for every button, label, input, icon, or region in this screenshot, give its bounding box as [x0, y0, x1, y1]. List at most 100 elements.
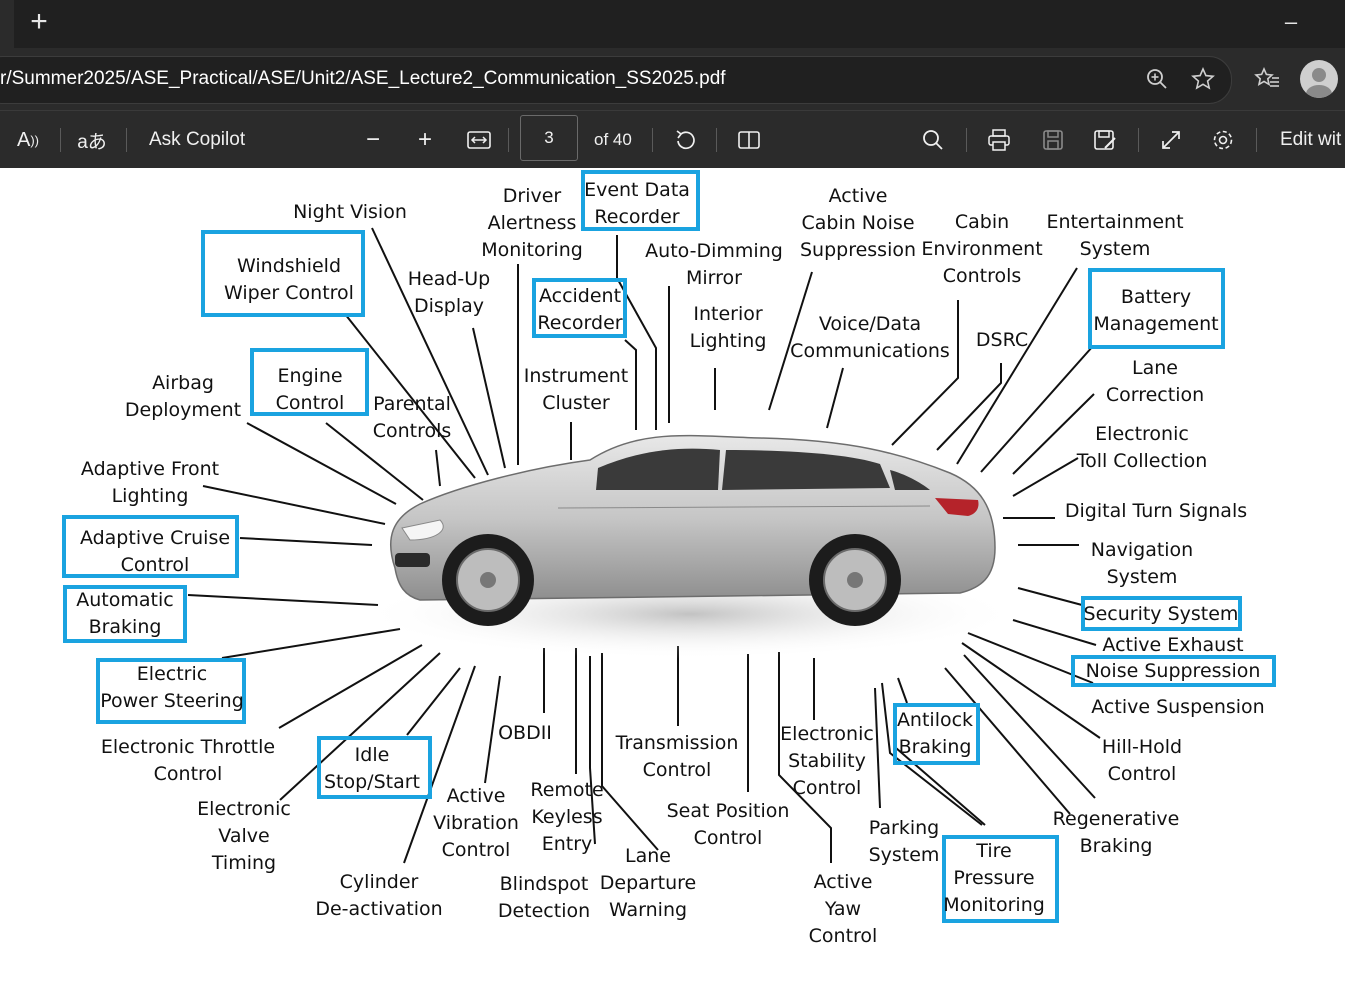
zoom-out-icon[interactable]: − — [365, 126, 380, 153]
profile-avatar-icon[interactable] — [1300, 60, 1338, 98]
edit-with-button[interactable]: Edit wit — [1280, 129, 1342, 150]
label-parental: Controls — [373, 420, 452, 442]
label-active-vib: Active — [447, 785, 506, 807]
label-throttle: Electronic Throttle — [101, 736, 275, 758]
label-event-data: Recorder — [594, 206, 679, 228]
label-engine: Control — [276, 392, 345, 414]
label-navigation: Navigation — [1091, 539, 1193, 561]
label-auto-dimming: Auto-Dimming — [645, 240, 783, 262]
label-blindspot: Detection — [498, 900, 590, 922]
toolbar-separator — [966, 128, 967, 152]
address-bar-url[interactable]: r/Summer2025/ASE_Practical/ASE/Unit2/ASE… — [0, 68, 726, 89]
pdf-toolbar: A)) aあ Ask Copilot − + 3 of 40 Edit wit — [0, 110, 1345, 169]
label-windshield: Wiper Control — [224, 282, 354, 304]
minimize-icon[interactable]: – — [1284, 9, 1298, 34]
label-seat: Seat Position — [667, 800, 790, 822]
browser-titlebar: + – — [0, 0, 1345, 48]
label-blindspot: Blindspot — [500, 873, 589, 895]
label-lane-correction: Correction — [1106, 384, 1204, 406]
tab-strip — [0, 0, 14, 48]
label-battery: Management — [1093, 313, 1218, 335]
label-valve: Electronic — [197, 798, 291, 820]
label-interior-light: Interior — [693, 303, 762, 325]
label-seat: Control — [694, 827, 763, 849]
label-driver-alert: Driver — [503, 185, 562, 207]
label-eps: Power Steering — [100, 690, 244, 712]
label-security: Security System — [1084, 603, 1239, 625]
label-head-up: Head-Up — [408, 268, 491, 290]
label-idle: Stop/Start — [324, 771, 420, 793]
label-interior-light: Lighting — [690, 330, 767, 352]
new-tab-icon[interactable]: + — [30, 5, 48, 38]
zoom-icon[interactable] — [1142, 56, 1172, 102]
label-valve: Timing — [211, 852, 276, 874]
fit-width-icon[interactable] — [464, 111, 494, 169]
save-icon[interactable] — [1038, 111, 1068, 169]
label-auto-brake: Automatic — [76, 589, 173, 611]
toolbar-separator — [60, 128, 61, 152]
address-bar-row — [0, 48, 1345, 110]
label-active-cabin: Cabin Noise — [801, 212, 914, 234]
label-tire: Pressure — [953, 867, 1034, 889]
label-remote: Keyless — [531, 806, 602, 828]
label-cabin-env: Cabin — [955, 211, 1009, 233]
settings-icon[interactable] — [1208, 111, 1238, 169]
label-regen: Regenerative — [1053, 808, 1180, 830]
label-active-yaw: Active — [814, 871, 873, 893]
label-parking: System — [869, 844, 940, 866]
label-active-yaw: Control — [809, 925, 878, 947]
translate-icon[interactable]: aあ — [77, 131, 107, 153]
page-number-input[interactable]: 3 — [520, 115, 578, 161]
label-parking: Parking — [869, 817, 939, 839]
zoom-in-icon[interactable]: + — [417, 126, 432, 153]
label-throttle: Control — [154, 763, 223, 785]
label-cylinder: De-activation — [315, 898, 442, 920]
label-tire: Tire — [975, 840, 1011, 862]
label-antilock: Antilock — [897, 709, 973, 731]
label-voice-data: Voice/Data — [819, 313, 921, 335]
label-entertainment: System — [1080, 238, 1151, 260]
label-idle: Idle — [355, 744, 390, 766]
address-bar[interactable] — [0, 56, 1232, 104]
connector-lines — [187, 227, 1101, 864]
read-aloud-icon[interactable]: A)) — [16, 128, 39, 151]
label-auto-dimming: Mirror — [686, 267, 742, 289]
label-hill-hold: Hill-Hold — [1102, 736, 1182, 758]
fullscreen-icon[interactable] — [1156, 111, 1186, 169]
label-head-up: Display — [414, 295, 484, 317]
rotate-icon[interactable] — [670, 111, 700, 169]
label-airbag: Deployment — [125, 399, 241, 421]
highlight-boxes — [62, 170, 1276, 923]
toolbar-separator — [1138, 128, 1139, 152]
toolbar-separator — [126, 128, 127, 152]
favorites-list-icon[interactable] — [1250, 56, 1284, 102]
print-icon[interactable] — [984, 111, 1014, 169]
toolbar-separator — [1256, 128, 1257, 152]
ask-copilot-button[interactable]: Ask Copilot — [149, 129, 246, 150]
toolbar-separator — [652, 128, 653, 152]
label-airbag: Airbag — [152, 372, 214, 394]
label-active-vib: Control — [442, 839, 511, 861]
label-transmission: Control — [643, 759, 712, 781]
label-acc: Control — [121, 554, 190, 576]
label-esc: Control — [793, 777, 862, 799]
label-regen: Braking — [1080, 835, 1153, 857]
label-entertainment: Entertainment — [1046, 211, 1183, 233]
label-lane-departure: Lane — [625, 845, 671, 867]
label-windshield: Windshield — [237, 255, 341, 277]
favorite-star-icon[interactable] — [1188, 56, 1218, 102]
label-active-exhaust: Active Exhaust — [1102, 634, 1243, 656]
page-total-label: of 40 — [594, 130, 632, 149]
search-icon[interactable] — [918, 111, 948, 169]
label-engine: Engine — [277, 365, 342, 387]
label-active-yaw: Yaw — [824, 898, 861, 920]
label-active-vib: Vibration — [433, 812, 519, 834]
label-instrument: Cluster — [542, 392, 610, 414]
save-as-icon[interactable] — [1090, 111, 1120, 169]
page-view-icon[interactable] — [734, 111, 764, 169]
label-afl: Adaptive Front — [81, 458, 219, 480]
label-digital-turn: Digital Turn Signals — [1065, 500, 1247, 522]
